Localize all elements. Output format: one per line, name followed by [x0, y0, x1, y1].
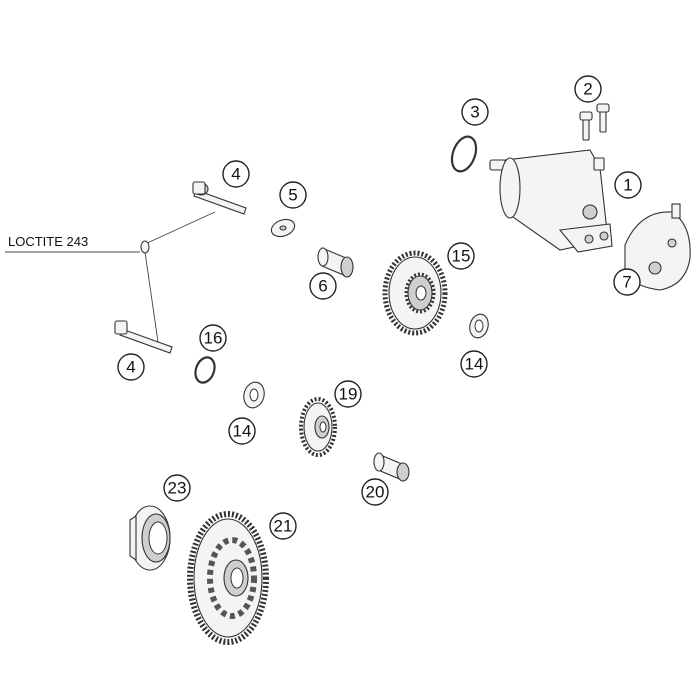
callout-4-upper-label: 4: [231, 165, 240, 184]
callout-3-label: 3: [470, 103, 479, 122]
part-circlip-16: [194, 356, 216, 384]
callout-7-label: 7: [622, 273, 631, 292]
callout-20: 20: [361, 478, 389, 506]
part-bushing-6: [317, 247, 354, 278]
callout-21-label: 21: [274, 517, 293, 536]
part-bearing-23: [129, 505, 171, 571]
loctite-drop: [140, 240, 150, 254]
callout-15-label: 15: [452, 247, 471, 266]
callout-4-lower-label: 4: [126, 358, 135, 377]
callout-1: 1: [614, 171, 642, 199]
callout-6-label: 6: [318, 277, 327, 296]
callout-21: 21: [269, 512, 297, 540]
callout-14-upper: 14: [460, 350, 488, 378]
callout-19: 19: [334, 380, 362, 408]
part-starter-motor-1: [489, 149, 613, 253]
part-washer-5: [270, 218, 296, 238]
callout-23-label: 23: [168, 479, 187, 498]
callout-5-label: 5: [288, 186, 297, 205]
callout-1-label: 1: [623, 176, 632, 195]
part-o-ring-3: [450, 135, 478, 173]
callout-3: 3: [461, 98, 489, 126]
part-gear-19: [299, 397, 337, 457]
part-bushing-20: [373, 452, 410, 482]
callout-2: 2: [574, 75, 602, 103]
callout-5: 5: [279, 181, 307, 209]
callout-20-label: 20: [366, 483, 385, 502]
callout-19-label: 19: [339, 385, 358, 404]
callout-14-lower: 14: [228, 417, 256, 445]
part-gear-15: [382, 250, 448, 336]
callout-4-lower: 4: [117, 353, 145, 381]
loctite-note: LOCTITE 243: [5, 211, 216, 343]
callout-15: 15: [447, 242, 475, 270]
part-gear-21: [187, 511, 269, 645]
part-screw-lower: [114, 320, 173, 354]
callout-14-lower-label: 14: [233, 422, 252, 441]
part-washer-14-lower: [243, 381, 265, 409]
part-bolts-2: [579, 103, 610, 141]
callout-4-upper: 4: [222, 160, 250, 188]
part-washer-14-upper: [469, 313, 489, 339]
callout-14-upper-label: 14: [465, 355, 484, 374]
loctite-leader-upper: [144, 211, 216, 245]
loctite-label: LOCTITE 243: [8, 234, 88, 249]
callout-23: 23: [163, 474, 191, 502]
part-cover-7: [624, 203, 691, 291]
callout-7: 7: [613, 268, 641, 296]
callout-16: 16: [199, 324, 227, 352]
callout-6: 6: [309, 272, 337, 300]
loctite-leader-lower: [144, 251, 159, 343]
callout-2-label: 2: [583, 80, 592, 99]
part-screw-upper: [192, 181, 247, 215]
callout-16-label: 16: [204, 329, 223, 348]
